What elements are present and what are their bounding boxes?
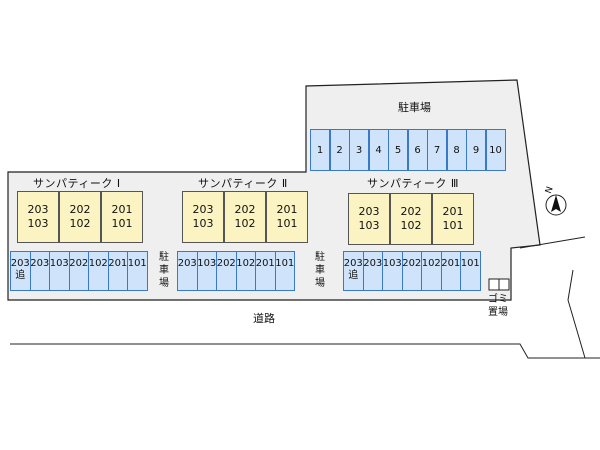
row-stall: 201 xyxy=(107,251,128,291)
neighbor-outline-2 xyxy=(567,269,586,359)
building-2-title: サンパティーク Ⅱ xyxy=(198,177,288,190)
top-stall: 10 xyxy=(485,129,506,171)
row-stall: 203 xyxy=(362,251,383,291)
top-stall: 1 xyxy=(310,129,330,171)
side-parking-label-2: 駐車場 xyxy=(315,252,325,289)
neighbor-outline xyxy=(519,236,586,249)
row-stall: 102 xyxy=(88,251,109,291)
row-stall: 102 xyxy=(421,251,442,291)
building-1-title: サンパティーク Ⅰ xyxy=(33,177,121,190)
row-stall: 101 xyxy=(127,251,148,291)
top-stall: 5 xyxy=(388,129,408,171)
row-stall: 202 xyxy=(68,251,89,291)
row-stall: 103 xyxy=(382,251,403,291)
garbage-label: ゴミ置場 xyxy=(488,294,508,318)
top-stall: 7 xyxy=(427,129,447,171)
row-stall: 203 xyxy=(177,251,198,291)
row-stall: 201 xyxy=(255,251,276,291)
top-parking-label: 駐車場 xyxy=(398,101,431,114)
row-stall: 203 xyxy=(29,251,50,291)
row-stall: 202 xyxy=(401,251,422,291)
road-label: 道路 xyxy=(253,312,275,325)
row-stall: 103 xyxy=(196,251,217,291)
row-stall: 202 xyxy=(216,251,237,291)
row-stall: 102 xyxy=(235,251,256,291)
top-stall: 2 xyxy=(329,129,350,171)
row-stall: 101 xyxy=(274,251,295,291)
row-stall: 103 xyxy=(49,251,70,291)
row-stall: 201 xyxy=(440,251,461,291)
row-stall: 101 xyxy=(460,251,481,291)
compass-needle xyxy=(551,195,561,212)
building-3-title: サンパティーク Ⅲ xyxy=(367,177,459,190)
top-stall: 3 xyxy=(349,129,369,171)
side-parking-label-1: 駐車場 xyxy=(159,252,169,289)
top-stall: 4 xyxy=(368,129,389,171)
road-edge xyxy=(10,343,600,359)
top-stall: 6 xyxy=(407,129,428,171)
top-stall: 9 xyxy=(466,129,486,171)
top-stall: 8 xyxy=(446,129,467,171)
